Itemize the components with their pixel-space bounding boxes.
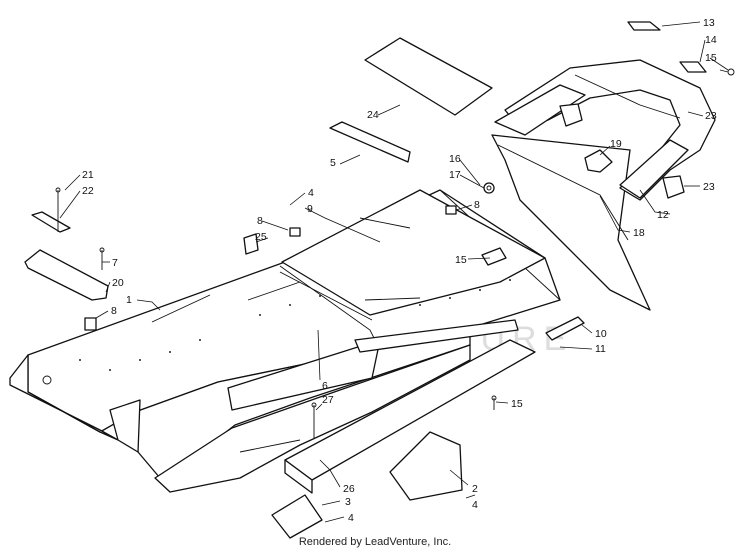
- callout-22: 22: [82, 185, 94, 197]
- bolt-15-low: [491, 395, 497, 410]
- callout-15-top: 15: [705, 52, 717, 64]
- callout-4-bracket: 4: [472, 499, 478, 511]
- callout-9: 9: [307, 203, 313, 215]
- callout-20: 20: [112, 277, 124, 289]
- rear-bumper: [494, 59, 716, 201]
- callout-12: 12: [657, 209, 669, 221]
- callout-8-left: 8: [111, 305, 117, 317]
- callout-14: 14: [705, 34, 717, 46]
- callout-2: 2: [472, 483, 478, 495]
- callout-23-lower: 23: [703, 181, 715, 193]
- step-plate-10: [545, 316, 585, 341]
- callout-13: 13: [703, 17, 715, 29]
- callout-15-low: 15: [511, 398, 523, 410]
- bushing-8-right: [445, 205, 457, 215]
- bolt-27: [311, 402, 317, 438]
- callout-18: 18: [633, 227, 645, 239]
- bracket-23-left: [559, 103, 583, 127]
- callout-3: 3: [345, 496, 351, 508]
- bolt-21: [55, 187, 61, 232]
- bracket-23-right: [662, 175, 685, 199]
- callout-16: 16: [449, 153, 461, 165]
- plate-25: [243, 233, 259, 255]
- callout-1: 1: [126, 294, 132, 306]
- callout-21: 21: [82, 169, 94, 181]
- leader-lines: [59, 21, 729, 523]
- seat-base-plate: [279, 189, 546, 321]
- callout-8-right: 8: [474, 199, 480, 211]
- callout-11: 11: [595, 343, 606, 355]
- callout-15-mid: 15: [455, 254, 467, 266]
- bracket-20: [24, 249, 109, 301]
- bolt-7: [99, 247, 105, 270]
- nut-16-17: [483, 182, 495, 194]
- callout-4-top: 4: [308, 187, 314, 199]
- plate-3: [271, 494, 323, 539]
- callout-23-upper: 23: [705, 110, 717, 122]
- callout-26: 26: [343, 483, 355, 495]
- callout-7: 7: [112, 257, 118, 269]
- bumper-pad-side: [679, 61, 707, 73]
- callout-5: 5: [330, 157, 336, 169]
- strap-22: [31, 211, 71, 233]
- bushing-8-mid: [289, 227, 301, 237]
- mesh-pad: [364, 37, 493, 116]
- heat-shield-strip: [329, 121, 411, 163]
- callout-24: 24: [367, 109, 379, 121]
- bolt-15-mid: [481, 247, 507, 266]
- running-board: [284, 319, 536, 494]
- callout-27: 27: [322, 394, 334, 406]
- callout-8-mid: 8: [257, 215, 263, 227]
- callout-6: 6: [322, 380, 328, 392]
- credit-text: Rendered by LeadVenture, Inc.: [298, 536, 452, 548]
- bracket-19: [584, 149, 613, 173]
- callout-10: 10: [595, 328, 607, 340]
- bolt-15-top: [719, 68, 735, 76]
- callout-17: 17: [449, 169, 461, 181]
- callout-4-bottom: 4: [348, 512, 354, 524]
- bushing-8-left: [84, 317, 97, 331]
- running-board-bracket: [389, 431, 463, 501]
- callout-19: 19: [610, 138, 622, 150]
- callout-25: 25: [255, 231, 267, 243]
- bumper-pad-top: [627, 21, 661, 31]
